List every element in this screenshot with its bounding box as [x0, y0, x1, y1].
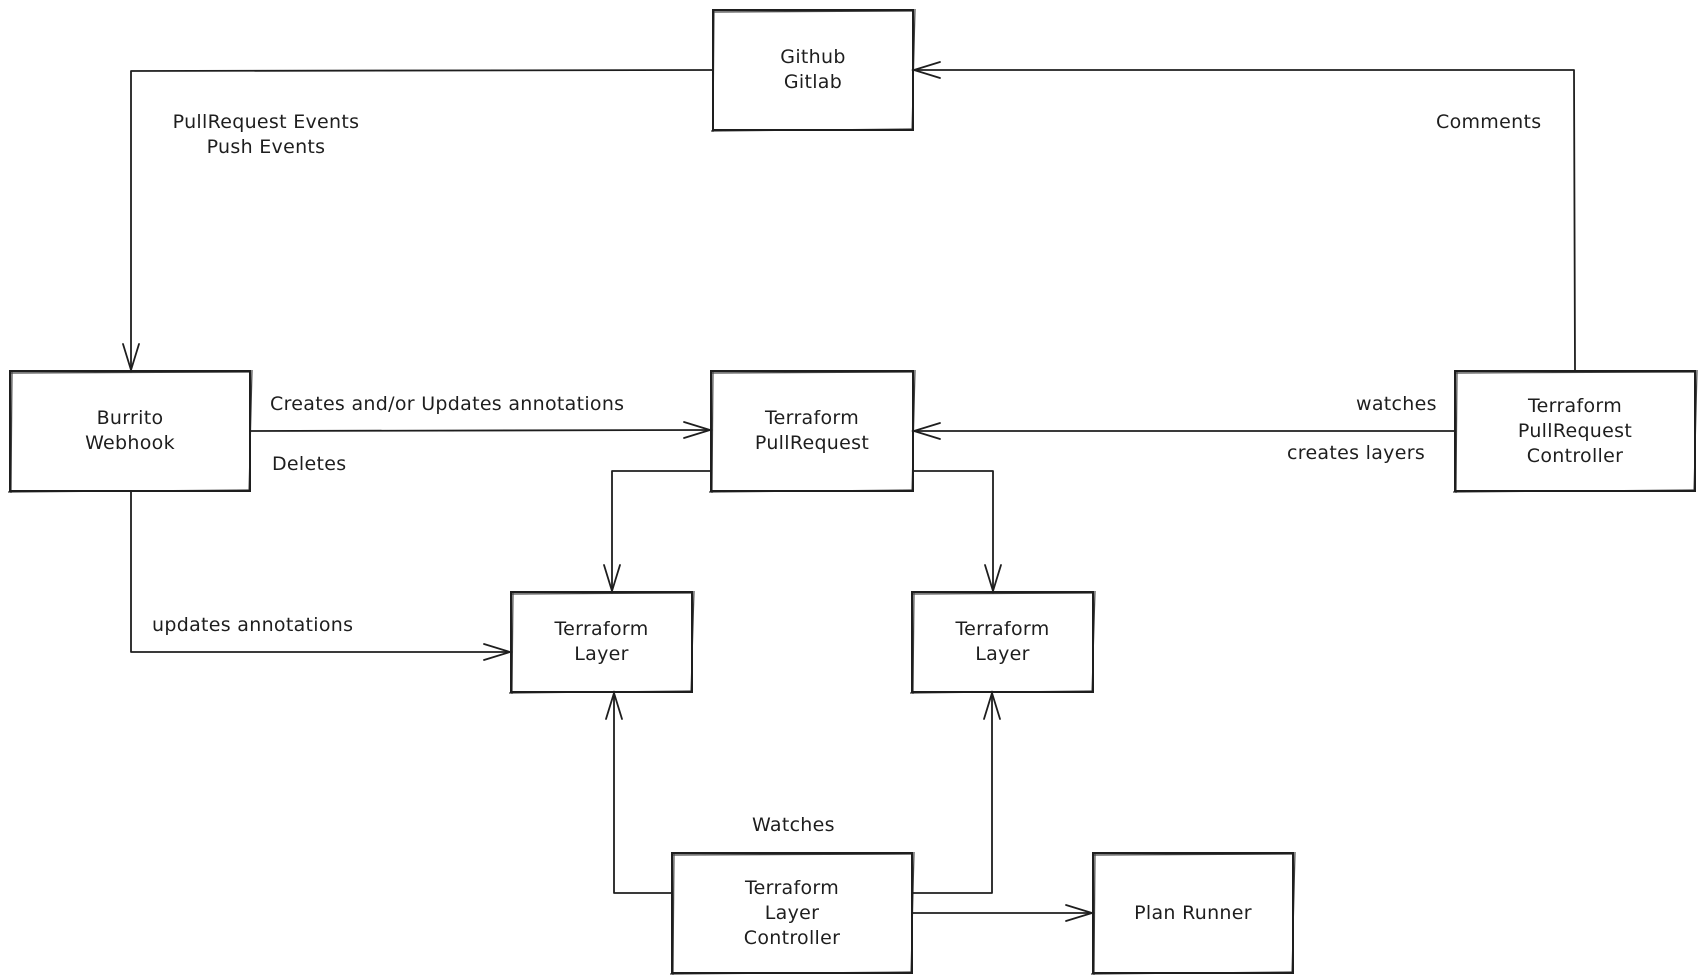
edge-controller-to-pullrequest [910, 422, 1456, 440]
edge-layer-controller-to-layer-left [605, 689, 673, 894]
creates-layers-label: creates layers [1287, 442, 1426, 464]
terraform-text: Terraform [1528, 394, 1622, 417]
edge-layer-controller-to-layer-right [911, 689, 1001, 894]
layer-text: Layer [574, 643, 629, 665]
github-text: Github [780, 46, 846, 68]
terraform-pullrequest-controller-label: Terraform PullRequest Controller [1455, 371, 1695, 491]
terraform-pullrequest-label: Terraform PullRequest [711, 371, 913, 491]
terraform-text: Terraform [745, 876, 839, 899]
terraform-text: Terraform [554, 618, 649, 640]
terraform-layer-controller-label: Terraform Layer Controller [672, 853, 912, 973]
github-gitlab-box [710, 8, 916, 133]
burrito-text: Burrito [96, 407, 164, 429]
watches-pr-label: watches [1356, 393, 1437, 415]
webhook-text: Webhook [85, 432, 175, 454]
layer-text: Layer [764, 901, 820, 924]
edge-webhook-to-pullrequest [249, 421, 714, 439]
push-events-text: Push Events [206, 136, 326, 158]
controller-text: Controller [743, 926, 841, 949]
terraform-layer-left-box [508, 590, 695, 695]
layer-text: Layer [975, 643, 1030, 665]
pullrequest-text: PullRequest [1517, 419, 1633, 442]
terraform-layer-controller-box [669, 851, 915, 976]
creates-updates-annotations-label: Creates and/or Updates annotations [270, 393, 625, 415]
github-gitlab-label: Github Gitlab [713, 10, 913, 130]
burrito-webhook-label: Burrito Webhook [10, 371, 250, 491]
terraform-pullrequest-box [708, 369, 916, 494]
deletes-label: Deletes [272, 453, 347, 475]
edge-pullrequest-to-layer-left [603, 470, 712, 595]
controller-text: Controller [1526, 444, 1624, 467]
terraform-text: Terraform [955, 618, 1050, 640]
terraform-text: Terraform [765, 407, 859, 429]
terraform-pullrequest-controller-box [1452, 369, 1698, 494]
updates-annotations-label: updates annotations [152, 614, 354, 636]
edge-webhook-to-layer-left [130, 490, 514, 661]
edge-github-to-webhook [122, 69, 714, 374]
vcs-events-label: PullRequest Events Push Events [160, 110, 372, 160]
plan-runner-box [1090, 851, 1296, 976]
gitlab-text: Gitlab [783, 71, 843, 93]
terraform-layer-right-box [909, 590, 1096, 695]
plan-runner-label: Plan Runner [1093, 853, 1293, 973]
terraform-layer-right-label: Terraform Layer [912, 592, 1093, 692]
edge-pullrequest-to-layer-right [912, 470, 1002, 595]
plan-runner-text: Plan Runner [1134, 901, 1252, 924]
edge-controller-comments-to-github [910, 61, 1576, 371]
comments-label: Comments [1436, 111, 1542, 133]
terraform-layer-left-label: Terraform Layer [511, 592, 692, 692]
watches-layers-label: Watches [752, 814, 835, 836]
pullrequest-text: PullRequest [754, 432, 870, 454]
pullrequest-events-text: PullRequest Events [172, 111, 360, 133]
edge-layer-controller-to-plan-runner [911, 904, 1096, 922]
